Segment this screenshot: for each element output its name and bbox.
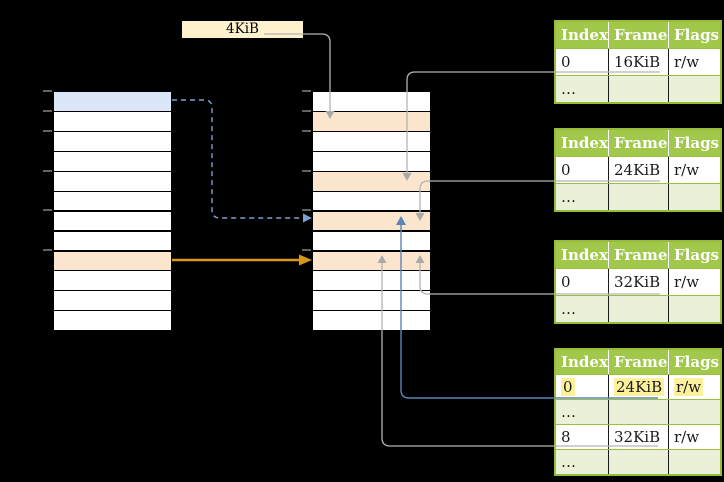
page-table-3-row-1: … [556,295,720,322]
highlighted-cell-value: 24KiB [614,378,665,396]
virtual-memory-column-row-4 [54,171,171,191]
virtual-memory-column-row-0 [54,92,171,111]
table-cell: … [561,453,576,471]
table-cell: r/w [668,425,720,449]
page-table-4-row-1: … [556,399,720,424]
highlighted-cell-value: 0 [561,378,575,396]
page-size-box: 4KiB [182,21,303,38]
table-cell [608,450,668,474]
table-header-cell: Frame [608,242,668,268]
table-header-cell: Flags [668,350,720,374]
physical-memory-column-row-5 [313,191,430,211]
table-cell: 0 [561,273,571,291]
physical-memory-column-row-4 [313,171,430,191]
virtual-memory-column-row-9 [54,271,171,291]
physical-memory-column-row-2 [313,132,430,151]
virtual-memory-column [53,91,172,330]
physical-memory-column-row-8 [313,251,430,271]
virtual-page-0-to-physical-frame-6-arrowhead [303,213,312,223]
virtual-memory-column-row-1 [54,112,171,131]
virtual-memory-column-row-10 [54,291,171,311]
page-table-4-row-3: … [556,449,720,474]
table-cell: … [561,80,576,98]
table-cell: 24KiB [608,375,668,399]
page-table-4-row-0: 0 24KiB r/w [556,374,720,399]
table-header-cell: Flags [668,22,720,48]
virtual-memory-column-row-6 [54,211,171,231]
table-header-cell: Frame [608,22,668,48]
virtual-memory-column-row-5 [54,191,171,211]
highlighted-cell-value: r/w [674,378,704,396]
physical-memory-column-row-9 [313,271,430,291]
table-cell [668,296,720,322]
table-cell: … [561,300,576,318]
virtual-memory-column-row-2 [54,132,171,151]
virtual-memory-column-row-7 [54,231,171,251]
physical-memory-column-row-1 [313,112,430,131]
table-cell [668,184,720,210]
virtual-page-8-to-physical-frame-8-arrowhead [299,254,312,266]
table-cell [668,76,720,102]
physical-memory-column-row-3 [313,151,430,171]
table-cell: … [561,188,576,206]
table-cell: 8 [561,428,571,446]
virtual-memory-column-row-8 [54,251,171,271]
table-header-cell: Index [561,246,608,264]
virtual-memory-column-row-11 [54,311,171,330]
table-cell: 32KiB [608,269,668,295]
table-cell [668,450,720,474]
table-header-cell: Index [561,26,608,44]
physical-memory-column-row-0 [313,92,430,111]
table-cell: r/w [668,269,720,295]
table-header-cell: Flags [668,130,720,156]
table-header-cell: Index [561,134,608,152]
table-cell: 0 [561,53,571,71]
table-header-cell: Frame [608,350,668,374]
table-cell: 0 [556,375,608,399]
physical-memory-column-row-7 [313,231,430,251]
physical-memory-column [312,91,431,330]
table-cell [608,296,668,322]
table-cell: r/w [668,157,720,183]
page-size-label: 4KiB [226,21,259,37]
virtual-page-0-to-physical-frame-6 [172,99,303,219]
table-cell: 32KiB [608,425,668,449]
physical-memory-column-row-10 [313,291,430,311]
table-cell: 16KiB [608,49,668,75]
physical-memory-column-row-6 [313,211,430,231]
page-table-1-row-1: … [556,75,720,102]
virtual-memory-column-row-3 [54,151,171,171]
table-cell: r/w [668,49,720,75]
table-cell: r/w [668,375,720,399]
table-header-cell: Frame [608,130,668,156]
table-cell: 0 [561,161,571,179]
table-header-cell: Index [561,353,608,371]
physical-memory-column-row-11 [313,311,430,330]
table-header-cell: Flags [668,242,720,268]
table-cell [608,76,668,102]
table-cell [608,184,668,210]
table-cell: 24KiB [608,157,668,183]
table-cell [668,400,720,424]
page-table-2-row-1: … [556,183,720,210]
table-cell: … [561,403,576,421]
table-cell [608,400,668,424]
